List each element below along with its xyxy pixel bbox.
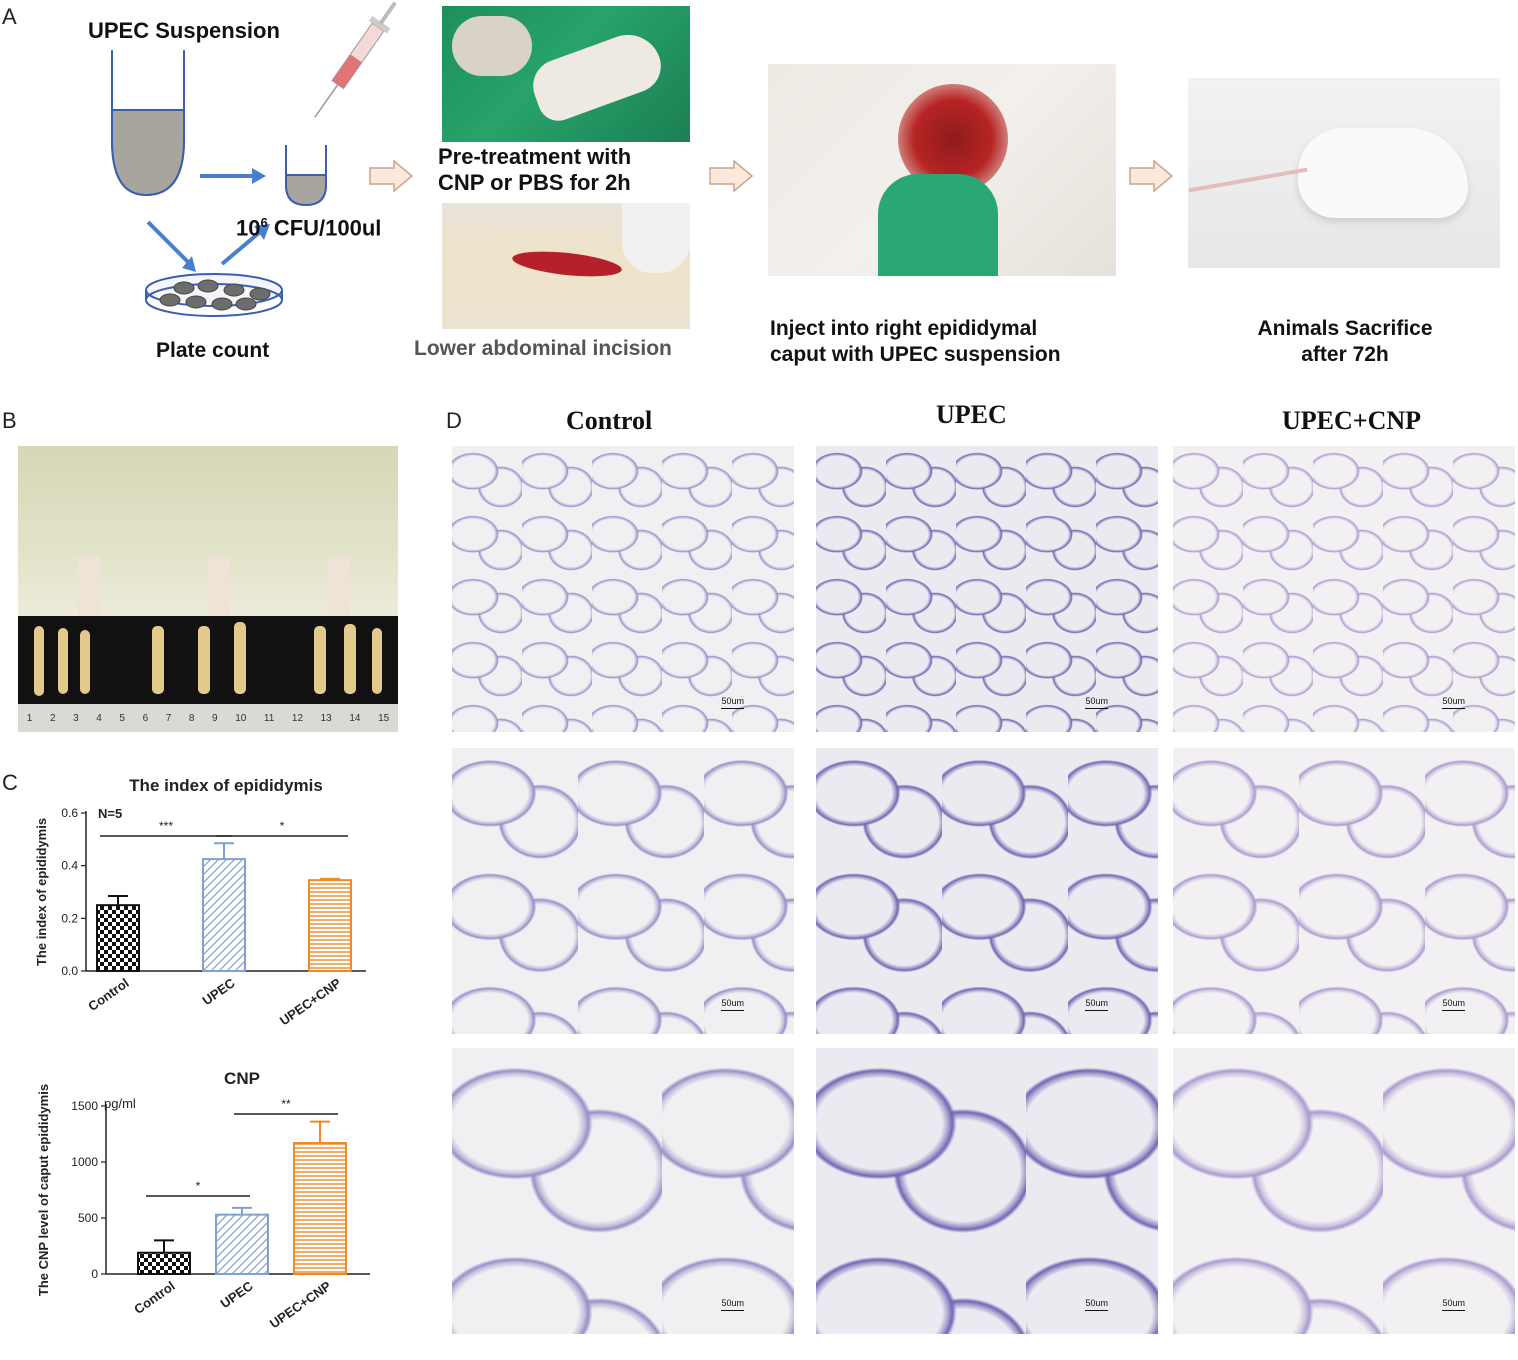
significance-label: *: [280, 819, 285, 833]
x-tick-label: UPEC: [218, 1278, 257, 1311]
scale-bar-label: 50um: [721, 998, 744, 1011]
inject-label: Inject into right epididymal caput with …: [770, 316, 1061, 368]
ruler-number: 5: [119, 712, 125, 724]
ruler-number: 13: [320, 712, 332, 724]
y-tick-label: 0.4: [61, 859, 78, 873]
ruler-number: 7: [165, 712, 172, 724]
scale-bar-label: 50um: [1442, 696, 1465, 709]
micrograph-upec-row3: 50um: [816, 1048, 1158, 1334]
ruler-number: 1: [26, 712, 33, 724]
scale-bar-label: 50um: [1442, 1298, 1465, 1311]
micrograph-upec-cnp-row2: 50um: [1173, 748, 1515, 1034]
flow-arrow-2: [709, 160, 754, 192]
ruler-number: 4: [96, 712, 102, 724]
micrograph-control-row2: 50um: [452, 748, 794, 1034]
scale-bar-label: 50um: [1085, 1298, 1108, 1311]
ruler-number: 3: [73, 712, 79, 724]
scale-bar-label: 50um: [721, 1298, 744, 1311]
x-tick-label: Control: [131, 1278, 177, 1317]
injection-photo: [768, 64, 1116, 276]
ruler-number: 9: [212, 712, 218, 724]
ruler-number: 10: [235, 712, 247, 724]
pretreatment-label: Pre-treatment with CNP or PBS for 2h: [438, 144, 631, 196]
flow-arrow-1: [369, 160, 414, 192]
incision-label: Lower abdominal incision: [414, 337, 672, 360]
pretreatment-line2: CNP or PBS for 2h: [438, 170, 631, 195]
micrograph-upec-cnp-row3: 50um: [1173, 1048, 1515, 1334]
x-tick-label: UPEC+CNP: [267, 1278, 334, 1331]
bar-1: [202, 858, 246, 972]
scale-bar-label: 50um: [1085, 998, 1108, 1011]
ruler-number: 11: [263, 712, 275, 724]
rat-photo: [1188, 78, 1500, 268]
ruler-number: 8: [188, 712, 195, 724]
micrograph-upec-row1: 50um: [816, 446, 1158, 732]
incision-photo: [442, 203, 690, 329]
cfu-rest: CFU/100ul: [267, 215, 382, 241]
x-tick-label: UPEC+CNP: [277, 975, 344, 1028]
panel-label-d: D: [446, 408, 462, 433]
bar-0: [96, 904, 140, 973]
sacrifice-line2: after 72h: [1301, 343, 1389, 366]
micrograph-control-row1: 50um: [452, 446, 794, 732]
bar-0: [137, 1251, 191, 1276]
panel-label-c: C: [2, 770, 18, 795]
chart-title: CNP: [224, 1069, 260, 1088]
y-tick-label: 1500: [71, 1099, 98, 1113]
x-tick-label: UPEC: [200, 975, 239, 1008]
y-tick-label: 0.2: [61, 911, 78, 925]
y-axis-label: The CNP level of caput epididymis: [36, 1084, 51, 1296]
suspension-label: UPEC Suspension: [88, 18, 280, 43]
ruler-number: 14: [349, 712, 361, 724]
y-tick-label: 0.0: [61, 964, 78, 978]
column-header-upec-cnp: UPEC+CNP: [1282, 406, 1422, 435]
significance-label: *: [196, 1179, 201, 1193]
panel-label-a: A: [2, 4, 17, 29]
column-header-upec: UPEC: [936, 400, 1007, 429]
significance-label: ***: [159, 819, 173, 833]
chart-title: The index of epididymis: [129, 776, 323, 795]
significance-label: **: [281, 1097, 291, 1111]
cfu-base: 10: [236, 215, 261, 241]
workflow-diagram: [111, 1, 397, 317]
ruler-number: 12: [291, 712, 304, 724]
unit-label: pg/ml: [104, 1096, 136, 1111]
bar-1: [215, 1213, 269, 1275]
cnp-level-chart: CNP 0 500 1000 1500 The CNP level of caput ep…: [36, 1069, 370, 1331]
y-tick-label: 0.6: [61, 806, 78, 820]
x-tick-label: Control: [85, 975, 131, 1014]
flow-arrow-3: [1129, 160, 1174, 192]
column-header-control: Control: [566, 406, 653, 435]
bar-2: [308, 879, 352, 972]
ruler-number: 15: [378, 712, 390, 724]
bar-2: [293, 1141, 347, 1275]
y-tick-label: 1000: [71, 1155, 98, 1169]
sacrifice-line1: Animals Sacrifice: [1257, 317, 1433, 340]
y-tick-label: 500: [78, 1211, 98, 1225]
scale-bar-label: 50um: [1085, 696, 1108, 709]
inject-line1: Inject into right epididymal: [770, 317, 1038, 340]
scale-bar-label: 50um: [1442, 998, 1465, 1011]
pretreatment-photo: [442, 6, 690, 142]
micrograph-upec-cnp-row1: 50um: [1173, 446, 1515, 732]
scale-bar-label: 50um: [721, 696, 744, 709]
micrograph-upec-row2: 50um: [816, 748, 1158, 1034]
plate-count-label: Plate count: [156, 339, 270, 362]
pretreatment-line1: Pre-treatment with: [438, 144, 632, 169]
sample-size-label: N=5: [98, 806, 122, 821]
y-tick-label: 0: [91, 1267, 98, 1281]
micrograph-control-row3: 50um: [452, 1048, 794, 1334]
inject-line2: caput with UPEC suspension: [770, 343, 1061, 366]
cfu-exponent: 6: [260, 215, 268, 230]
cfu-label: 106 CFU/100ul: [236, 210, 381, 241]
y-axis-label: The index of epididymis: [34, 818, 49, 966]
ruler-number: 6: [142, 712, 149, 724]
sacrifice-label: Animals Sacrifice after 72h: [1232, 316, 1458, 368]
ruler-number: 2: [49, 712, 56, 724]
panel-label-b: B: [2, 408, 17, 433]
